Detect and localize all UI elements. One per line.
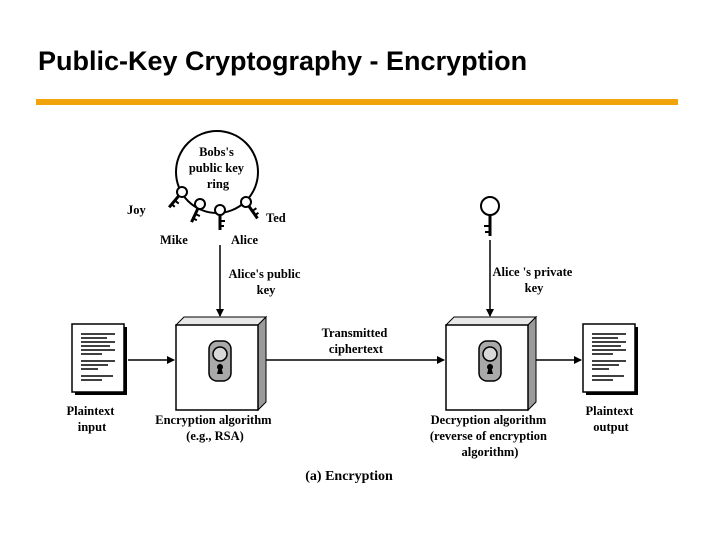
key-label-alice: Alice [231,233,259,247]
decryption-box-icon [445,316,537,411]
plaintext-output-label: Plaintext output [585,404,636,434]
decryption-algorithm-label: Decryption algorithm (reverse of encrypt… [430,413,550,459]
key-icon-ted [237,193,264,223]
slide-title: Public-Key Cryptography - Encryption [38,46,528,76]
plaintext-output-document-icon [582,323,638,395]
encryption-algorithm-label: Encryption algorithm (e.g., RSA) [155,413,274,443]
diagram-caption: (a) Encryption [305,469,393,484]
private-key-icon [480,196,500,236]
ciphertext-label: Transmitted ciphertext [322,326,391,356]
plaintext-input-label: Plaintext input [66,404,117,434]
key-ring-label: Bobs's public key ring [189,145,247,191]
key-label-ted: Ted [266,211,286,225]
plaintext-input-document-icon [71,323,127,395]
title-underline [36,99,678,105]
key-label-mike: Mike [160,233,188,247]
encryption-box-icon [175,316,267,411]
key-icon-alice [213,203,227,232]
private-key-label: Alice 's private key [493,265,576,295]
public-key-label: Alice's public key [228,267,303,297]
key-label-joy: Joy [127,203,147,217]
